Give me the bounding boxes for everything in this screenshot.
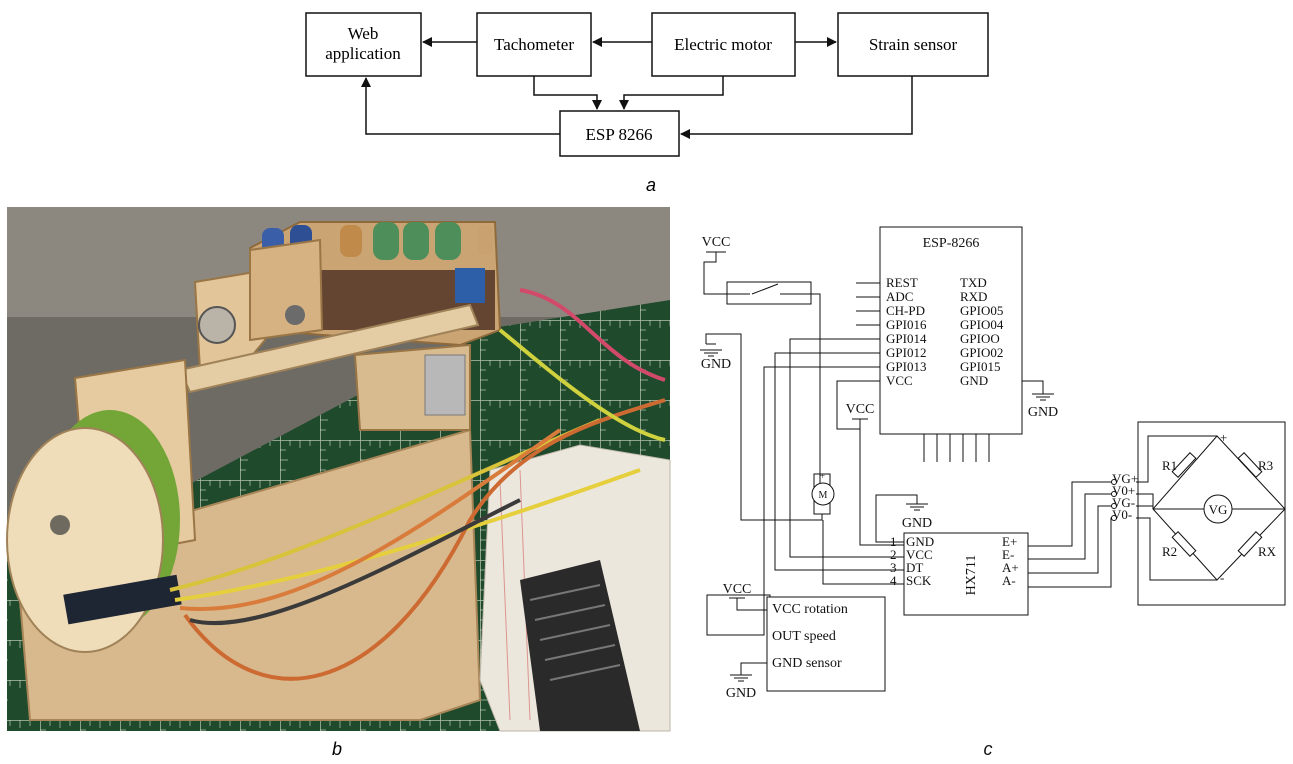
- arrow-esp-to-webapp: [366, 78, 560, 134]
- hx711-title: HX711: [964, 555, 979, 596]
- caption-a: a: [646, 175, 656, 195]
- esp-pin-gpio05: GPIO05: [960, 303, 1003, 318]
- label-rx: RX: [1258, 544, 1277, 559]
- label-r3: R3: [1258, 458, 1273, 473]
- load-cell: [425, 355, 465, 415]
- esp-pin-gpi016: GPI016: [886, 317, 927, 332]
- esp-pin-gpioo: GPIOO: [960, 331, 1000, 346]
- arrow-motor-to-esp: [624, 76, 723, 109]
- gnd-label-esp: GND: [1028, 405, 1058, 420]
- svg-text:M: M: [819, 490, 828, 501]
- gnd-label-hx711: GND: [902, 516, 932, 531]
- tachometer-label: Tachometer: [494, 35, 574, 54]
- hx-pin-a-minus: A-: [1002, 573, 1016, 588]
- sensor-pin-gnd-sensor: GND sensor: [772, 656, 842, 671]
- regulator-module: [455, 268, 485, 303]
- esp-pin-txd: TXD: [960, 275, 987, 290]
- esp-pin-vcc: VCC: [886, 373, 913, 388]
- arrow-strain-to-esp: [681, 76, 912, 134]
- sensor-pin-vcc-rotation: VCC rotation: [772, 602, 848, 617]
- svg-text:4: 4: [890, 573, 897, 588]
- caption-c: c: [984, 739, 993, 759]
- caption-b: b: [332, 739, 342, 759]
- motor-fan: [199, 307, 235, 343]
- arrow-tachometer-to-esp: [534, 76, 597, 109]
- esp-pin-rest: REST: [886, 275, 918, 290]
- electric-motor-label: Electric motor: [674, 35, 772, 54]
- motor-shaft: [285, 305, 305, 325]
- esp-pin-gpio02: GPIO02: [960, 345, 1003, 360]
- label-r1: R1: [1162, 458, 1177, 473]
- svg-text:-: -: [1220, 570, 1224, 585]
- bridge-label-v0-minus: V0-: [1112, 507, 1132, 522]
- esp-pin-gpi013: GPI013: [886, 359, 926, 374]
- photo-test-rig: b: [7, 207, 670, 759]
- web-application-label-line2: application: [325, 44, 401, 63]
- esp8266-label: ESP 8266: [586, 125, 653, 144]
- vg-label: VG: [1209, 502, 1228, 517]
- hx-pin-sck: SCK: [906, 573, 932, 588]
- web-application-label-line1: Web: [348, 24, 379, 43]
- svg-text:+: +: [1220, 430, 1227, 445]
- esp-bottom-pins: [924, 434, 989, 462]
- circuit-schematic: VCC M + GND ESP-8266 REST ADC CH-PD GPI0…: [700, 227, 1285, 759]
- gnd-label-sensor: GND: [726, 686, 756, 701]
- vcc-label-switch: VCC: [702, 235, 731, 250]
- svg-text:+: +: [820, 471, 825, 481]
- esp-pin-ch-pd: CH-PD: [886, 303, 925, 318]
- esp-pin-gpi015: GPI015: [960, 359, 1000, 374]
- esp-pin-adc: ADC: [886, 289, 913, 304]
- esp-pin-rxd: RXD: [960, 289, 987, 304]
- sensor-pin-out-speed: OUT speed: [772, 629, 836, 644]
- esp8266-chip-title: ESP-8266: [923, 236, 980, 251]
- gnd-label-motor: GND: [701, 357, 731, 372]
- vcc-label-esp: VCC: [846, 402, 875, 417]
- esp-pin-gnd: GND: [960, 373, 988, 388]
- strain-sensor-label: Strain sensor: [869, 35, 958, 54]
- esp-pin-gpio04: GPIO04: [960, 317, 1004, 332]
- block-diagram: Web application Tachometer Electric moto…: [306, 13, 988, 195]
- esp-pin-gpi012: GPI012: [886, 345, 926, 360]
- label-r2: R2: [1162, 544, 1177, 559]
- esp-pin-gpi014: GPI014: [886, 331, 927, 346]
- vcc-label-sensor: VCC: [723, 582, 752, 597]
